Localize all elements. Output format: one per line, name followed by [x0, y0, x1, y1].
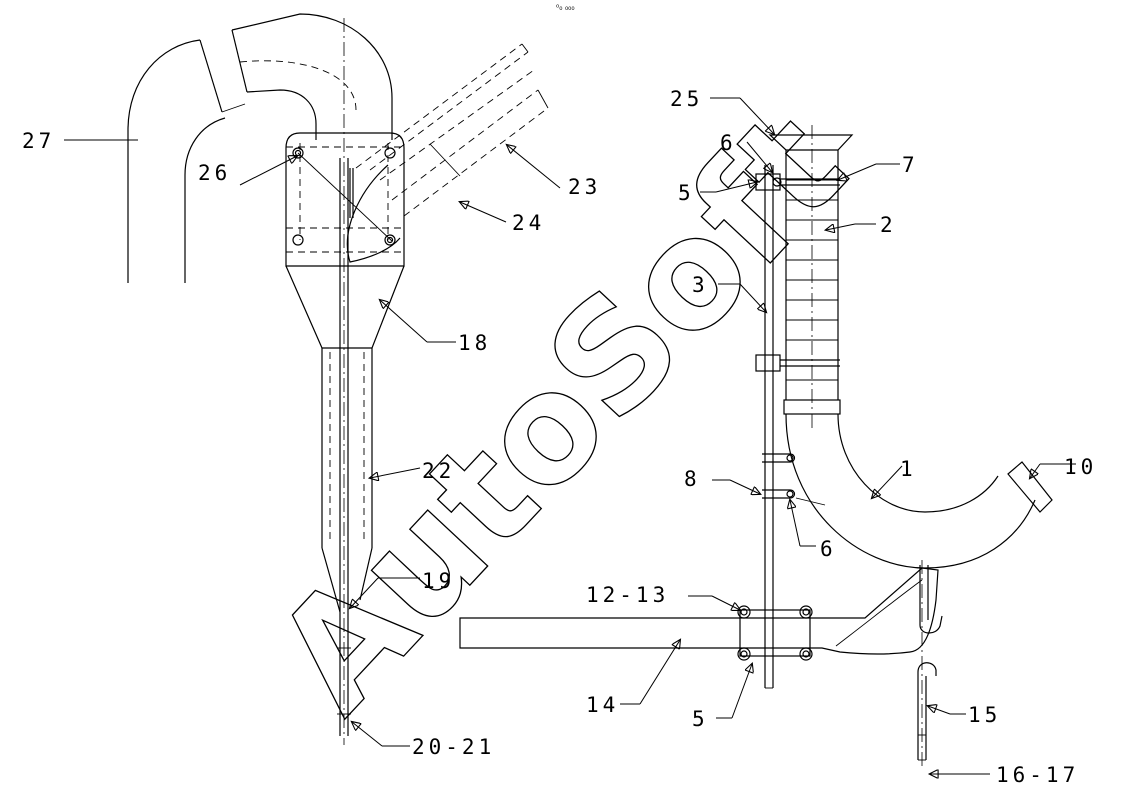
callouts: 27 26 23 24 18 22 19 20-21 25 6 7 [22, 87, 1097, 787]
callout-3: 3 [692, 273, 709, 297]
callout-22: 22 [422, 459, 455, 483]
callout-7: 7 [902, 153, 919, 177]
callout-6-lower: 6 [820, 537, 837, 561]
corrugation-lines [786, 179, 838, 381]
callout-16-17: 16-17 [996, 763, 1079, 787]
right-assembly [459, 125, 1053, 770]
oblique-pipes [355, 43, 549, 217]
callout-26: 26 [198, 161, 231, 185]
callout-14: 14 [586, 693, 619, 717]
callout-20-21: 20-21 [412, 735, 495, 759]
callout-25: 25 [670, 87, 703, 111]
callout-5-upper: 5 [678, 181, 695, 205]
callout-19: 19 [422, 569, 455, 593]
callout-6-upper: 6 [720, 131, 737, 155]
callout-15: 15 [968, 703, 1001, 727]
callout-5-lower: 5 [692, 707, 709, 731]
callout-2: 2 [880, 213, 897, 237]
callout-27: 27 [22, 129, 55, 153]
callout-10: 10 [1064, 455, 1097, 479]
callout-24: 24 [512, 211, 545, 235]
callout-23: 23 [568, 175, 601, 199]
callout-8: 8 [684, 467, 701, 491]
header-mark: ⁰₀ ₀₀₀ [556, 3, 575, 12]
callout-18: 18 [458, 331, 491, 355]
callout-1: 1 [900, 457, 917, 481]
callout-12-13: 12-13 [586, 583, 669, 607]
